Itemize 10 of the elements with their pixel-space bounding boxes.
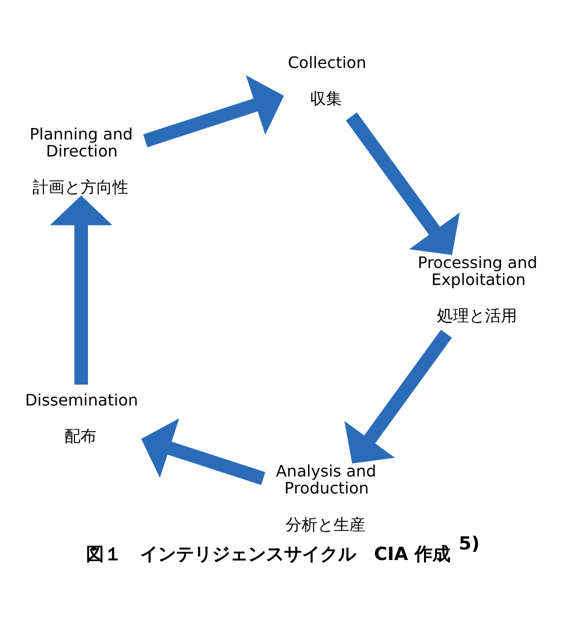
node-text: Dissemination 配布	[25, 390, 138, 446]
arrow	[141, 418, 266, 486]
arrow	[344, 330, 452, 464]
node-text: Planning and Direction 計画と方向性	[30, 124, 133, 196]
arrow	[346, 112, 460, 255]
node-text: Processing and Exploitation 処理と活用	[418, 253, 538, 326]
node-text: Collection 収集	[288, 53, 366, 108]
arrow	[50, 195, 112, 385]
node-text: Analysis and Production 分析と生産	[276, 462, 376, 534]
arrow	[143, 75, 284, 148]
